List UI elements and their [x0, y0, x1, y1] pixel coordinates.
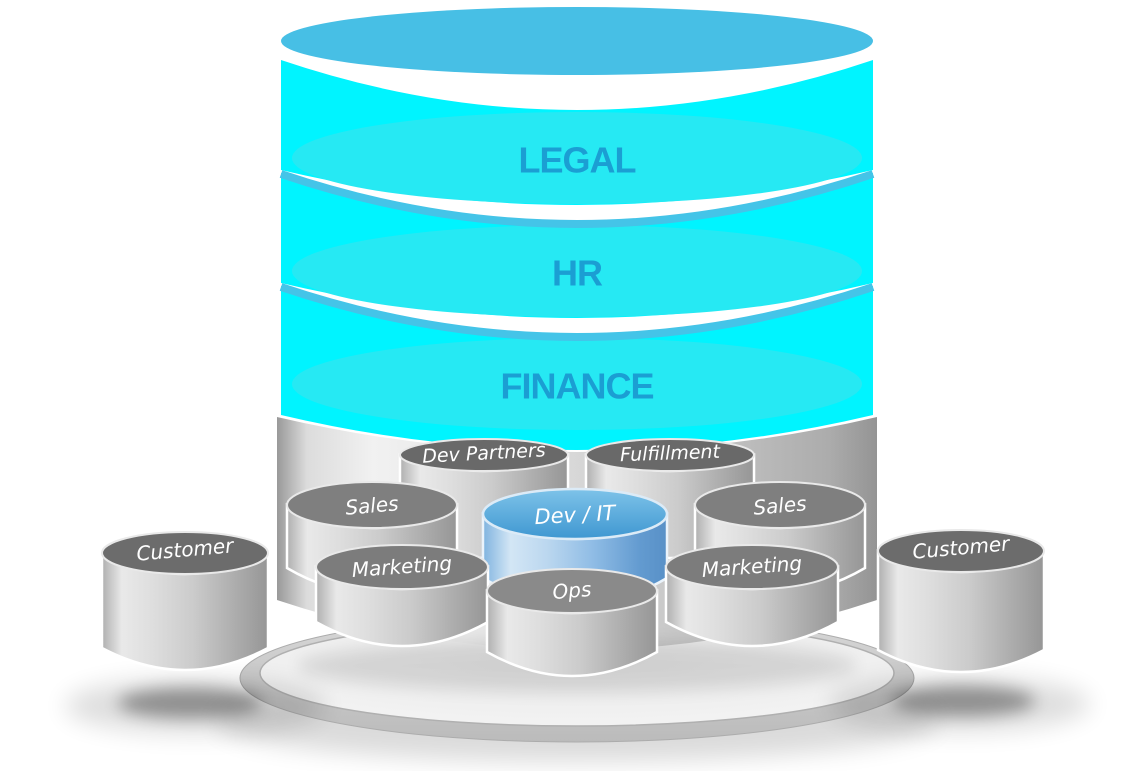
sales-right-top — [694, 481, 866, 529]
ops-top — [486, 568, 658, 614]
hr-band-face — [292, 225, 862, 317]
hr-top-rim — [279, 170, 875, 228]
stack-layer-finance: FINANCE — [279, 283, 875, 450]
stack-layer-label-finance: FINANCE — [501, 366, 654, 407]
stack-lid — [281, 7, 873, 75]
customer-left-top — [101, 531, 269, 575]
stack-layer-label-legal: LEGAL — [519, 140, 636, 181]
sales-left-top — [286, 481, 458, 529]
dept-cylinder-ops: Ops — [485, 568, 659, 678]
dept-label-ops: Ops — [551, 577, 592, 604]
dept-label-dev-it: Dev / IT — [534, 501, 618, 529]
customer-right-shadow-core — [891, 686, 1035, 716]
dev-it-top — [481, 487, 669, 541]
dev-partners-top — [399, 438, 569, 472]
dept-label-fulfillment: Fulfillment — [620, 441, 722, 467]
dept-label-sales-right: Sales — [752, 491, 807, 520]
core-stack: FINANCE HR LEGAL — [279, 7, 875, 450]
customer-cylinder-left: Customer — [100, 531, 270, 672]
customer-shadows — [65, 676, 1090, 734]
stack-layer-legal: LEGAL — [281, 7, 873, 205]
dept-cylinder-marketing-left: Marketing — [314, 544, 490, 648]
legal-band-face — [292, 112, 862, 204]
stack-layer-label-hr: HR — [552, 253, 603, 294]
dept-cylinder-marketing-right: Marketing — [664, 544, 840, 648]
finance-top-rim — [279, 283, 875, 341]
customer-right-top — [877, 529, 1045, 573]
marketing-left-top — [315, 544, 489, 590]
fulfillment-top — [585, 438, 755, 472]
marketing-right-top — [665, 544, 839, 590]
stack-layer-hr: HR — [279, 170, 875, 318]
dept-label-sales-left: Sales — [344, 491, 399, 520]
customer-cylinder-right: Customer — [876, 529, 1046, 674]
customer-left-shadow-core — [118, 688, 262, 718]
finance-band-face — [292, 338, 862, 430]
